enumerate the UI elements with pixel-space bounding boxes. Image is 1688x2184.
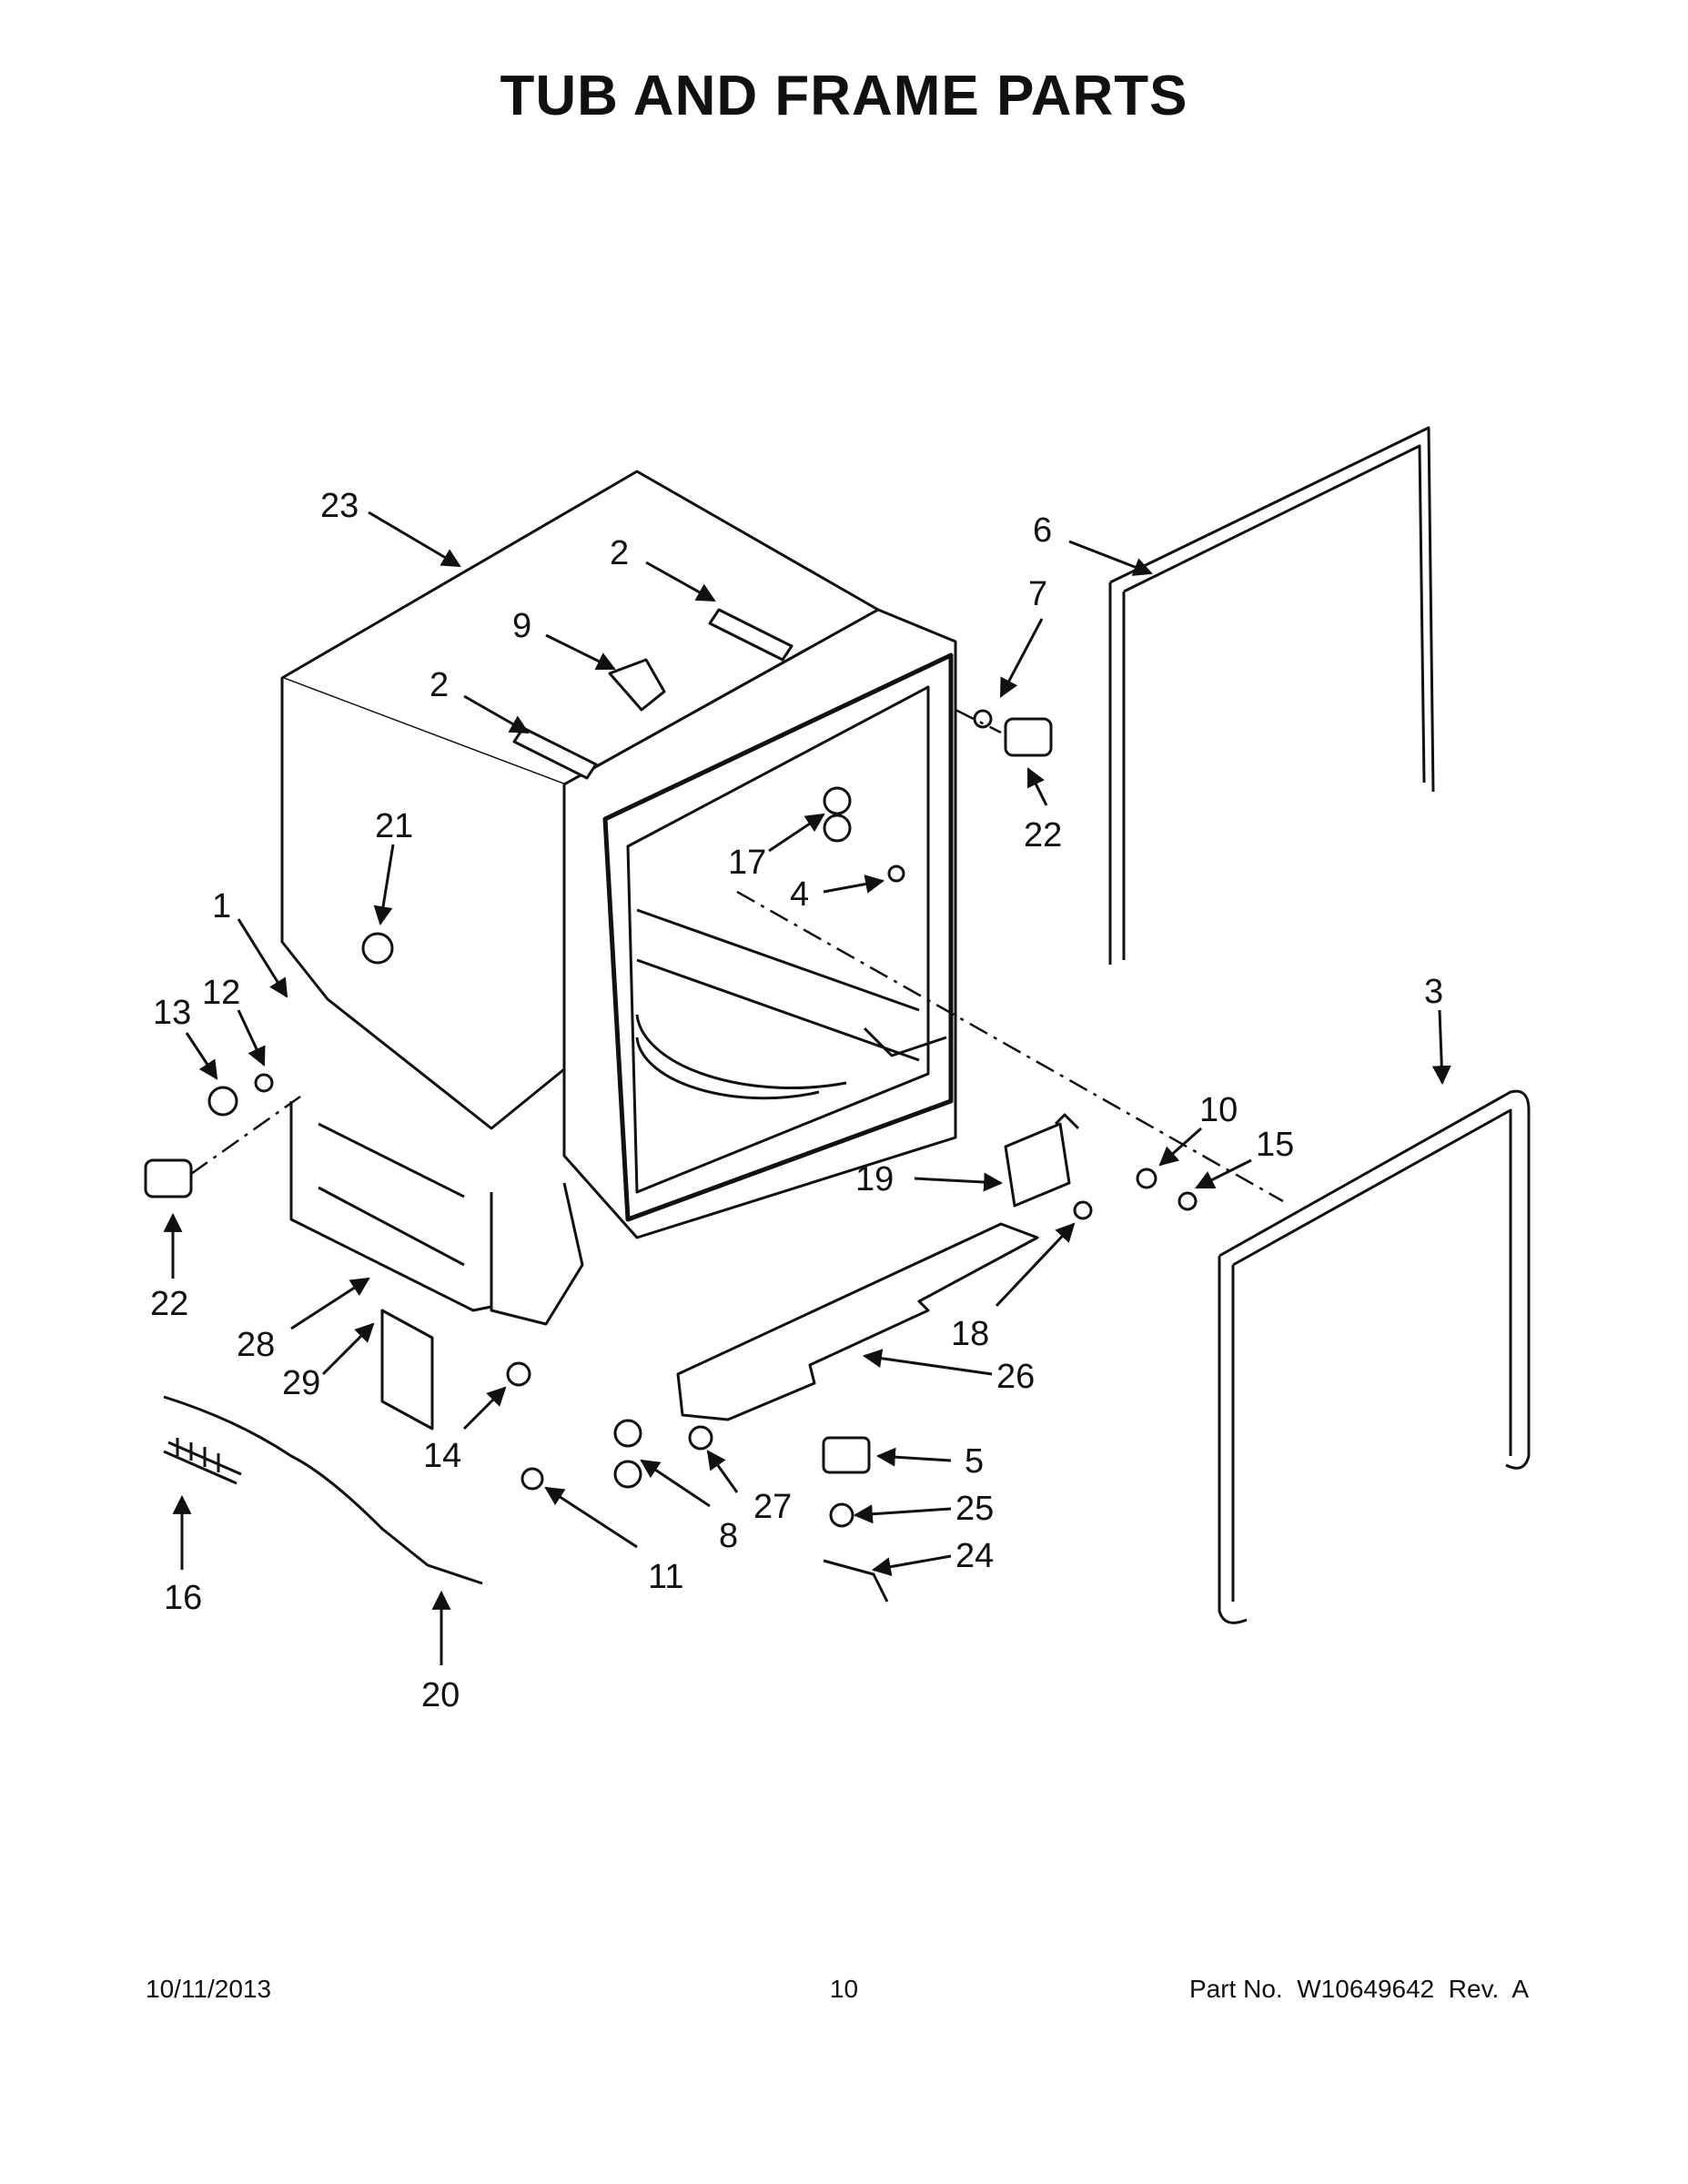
washer-10	[1136, 1168, 1157, 1189]
sensor-25	[829, 1502, 854, 1528]
plate-29	[380, 1309, 434, 1431]
hinge-2b	[512, 726, 598, 780]
callout-13: 13	[153, 994, 191, 1032]
callout-26: 26	[996, 1358, 1035, 1396]
hinge-2a	[708, 608, 793, 662]
callout-22-left: 22	[150, 1285, 188, 1323]
bumper-block-left	[144, 1158, 193, 1198]
toe-panel-cover	[676, 1222, 1039, 1421]
screw-7	[973, 709, 993, 729]
callout-5: 5	[965, 1442, 984, 1481]
screw-18	[1073, 1200, 1093, 1220]
roller-17b	[823, 814, 852, 843]
footer-page-number: 10	[829, 1975, 859, 2003]
callout-20: 20	[421, 1676, 460, 1714]
footer-date: 10/11/2013	[146, 1975, 272, 2003]
screw-11	[521, 1467, 544, 1491]
roller-8b	[613, 1460, 642, 1489]
callout-11: 11	[648, 1558, 683, 1596]
bracket-24	[823, 1559, 889, 1603]
clip-9	[608, 658, 666, 712]
callout-29: 29	[282, 1364, 320, 1402]
lower-door-gasket	[1218, 1089, 1531, 1624]
callout-15: 15	[1256, 1126, 1294, 1164]
callout-9: 9	[512, 607, 531, 645]
callout-16: 16	[164, 1579, 202, 1617]
upper-door-seal	[1108, 426, 1435, 965]
callout-6: 6	[1033, 511, 1052, 550]
callout-21: 21	[375, 807, 413, 845]
switch-5	[822, 1436, 871, 1474]
callout-19: 19	[855, 1160, 894, 1198]
roller-17	[823, 786, 852, 815]
spring-16	[163, 1438, 242, 1485]
plug-21	[361, 932, 394, 965]
callout-1: 1	[212, 887, 231, 925]
callout-22-right: 22	[1024, 816, 1062, 854]
footer-part-number: Part No. W10649642 Rev. A	[1188, 1975, 1529, 2003]
screw-12	[254, 1073, 274, 1093]
page-title: TUB AND FRAME PARTS	[500, 65, 1188, 127]
cable-20	[163, 1395, 483, 1585]
callout-2-lower: 2	[430, 666, 449, 704]
roller-8a	[613, 1419, 642, 1448]
callout-14: 14	[423, 1437, 461, 1475]
callout-18: 18	[951, 1315, 989, 1353]
screw-4	[887, 864, 905, 883]
bracket-19	[1004, 1122, 1071, 1208]
callout-24: 24	[955, 1537, 994, 1575]
callout-10: 10	[1199, 1091, 1238, 1129]
wheel-13	[207, 1086, 238, 1117]
foot-27	[688, 1425, 713, 1451]
callout-2-upper: 2	[610, 534, 629, 572]
foot-14	[506, 1361, 531, 1387]
callout-12: 12	[202, 974, 240, 1012]
screw-15	[1178, 1191, 1198, 1211]
callout-8: 8	[719, 1517, 738, 1555]
callout-28: 28	[237, 1326, 275, 1364]
callout-4: 4	[790, 875, 809, 914]
callout-23: 23	[320, 487, 359, 525]
callout-27: 27	[753, 1488, 792, 1526]
callout-7: 7	[1028, 575, 1047, 613]
tub-assembly	[280, 470, 957, 1326]
callout-25: 25	[955, 1490, 994, 1528]
callout-3: 3	[1424, 973, 1443, 1011]
callout-17: 17	[728, 844, 766, 882]
bumper-block-right	[1004, 717, 1053, 757]
